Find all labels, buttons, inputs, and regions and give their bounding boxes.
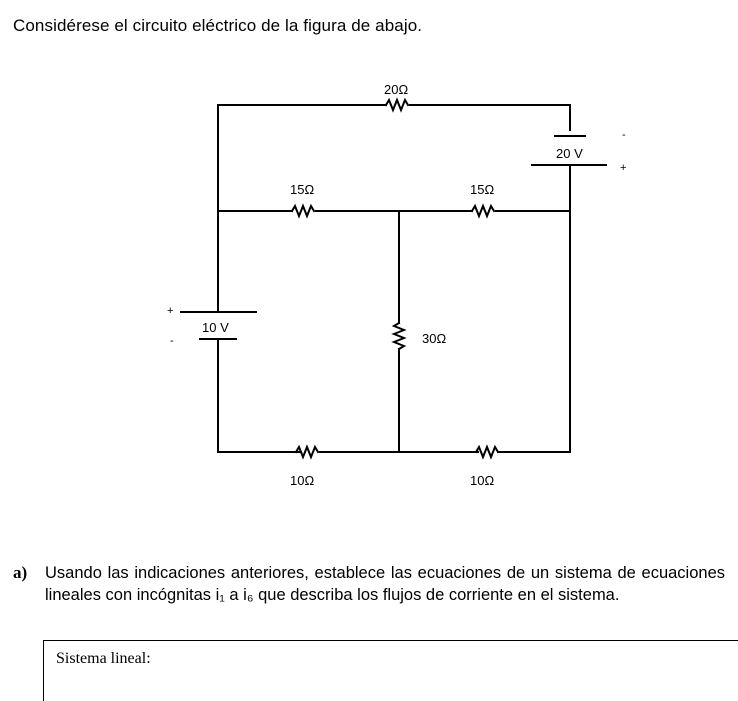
intro-text: Considérese el circuito eléctrico de la …	[13, 16, 423, 35]
resistor-top-zigzag	[384, 97, 410, 113]
answer-box[interactable]: Sistema lineal:	[43, 640, 738, 701]
source-right-label: 20 V	[556, 146, 583, 161]
resistor-bottom-right-zigzag	[474, 444, 500, 460]
source-right-minus: -	[622, 129, 626, 141]
source-right-plus: +	[620, 162, 626, 174]
resistor-center-zigzag	[391, 321, 407, 351]
resistor-bottom-right-label: 10Ω	[470, 473, 494, 488]
source-left-plus: +	[167, 305, 173, 317]
right-wire	[217, 164, 571, 453]
question-a: a) Usando las indicaciones anteriores, e…	[13, 562, 725, 606]
resistor-mid-right-label: 15Ω	[470, 182, 494, 197]
resistor-top-label: 20Ω	[384, 82, 408, 97]
resistor-mid-right-zigzag	[470, 203, 496, 219]
answer-box-label: Sistema lineal:	[56, 650, 151, 667]
resistor-bottom-left-label: 10Ω	[290, 473, 314, 488]
resistor-bottom-left-zigzag	[294, 444, 320, 460]
resistor-center-label: 30Ω	[422, 331, 446, 346]
question-letter: a)	[13, 563, 28, 582]
question-text: Usando las indicaciones anteriores, esta…	[45, 564, 725, 604]
top-wire	[217, 104, 571, 131]
resistor-mid-left-label: 15Ω	[290, 182, 314, 197]
source-left-minus: -	[170, 335, 174, 347]
circuit-diagram: 20Ω 15Ω 15Ω 30Ω 10Ω 10Ω 20 V 10 V + - - …	[167, 82, 626, 488]
source-left-label: 10 V	[202, 320, 229, 335]
resistor-mid-left-zigzag	[290, 203, 316, 219]
